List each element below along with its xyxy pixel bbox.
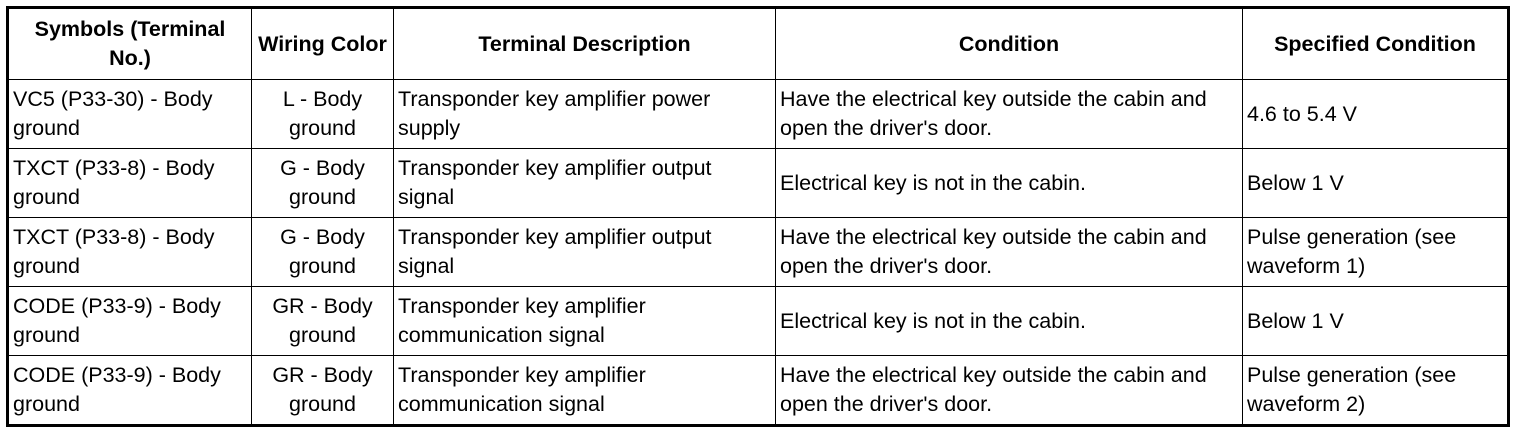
table-row: TXCT (P33-8) - Body ground G - Body grou…: [7, 148, 1509, 218]
cell-wiring-color: GR - Body ground: [251, 355, 394, 426]
cell-wiring-color: G - Body ground: [251, 217, 394, 287]
table-row: VC5 (P33-30) - Body ground L - Body grou…: [7, 79, 1509, 149]
cell-symbol: TXCT (P33-8) - Body ground: [7, 217, 252, 287]
header-terminal-description: Terminal Description: [393, 7, 776, 80]
header-specified-condition: Specified Condition: [1242, 7, 1509, 80]
table-header: Symbols (Terminal No.) Wiring Color Term…: [7, 7, 1509, 80]
cell-condition: Have the electrical key outside the cabi…: [775, 355, 1243, 426]
cell-condition: Have the electrical key outside the cabi…: [775, 217, 1243, 287]
cell-description: Transponder key amplifier output signal: [393, 148, 776, 218]
terminal-spec-table: Symbols (Terminal No.) Wiring Color Term…: [6, 6, 1510, 427]
cell-condition: Have the electrical key outside the cabi…: [775, 79, 1243, 149]
table-row: CODE (P33-9) - Body ground GR - Body gro…: [7, 355, 1509, 426]
cell-specified-condition: Pulse generation (see waveform 1): [1242, 217, 1509, 287]
cell-symbol: TXCT (P33-8) - Body ground: [7, 148, 252, 218]
cell-symbol: CODE (P33-9) - Body ground: [7, 355, 252, 426]
cell-symbol: CODE (P33-9) - Body ground: [7, 286, 252, 356]
cell-symbol: VC5 (P33-30) - Body ground: [7, 79, 252, 149]
cell-description: Transponder key amplifier communication …: [393, 355, 776, 426]
header-condition: Condition: [775, 7, 1243, 80]
cell-specified-condition: Below 1 V: [1242, 148, 1509, 218]
cell-condition: Electrical key is not in the cabin.: [775, 286, 1243, 356]
cell-wiring-color: L - Body ground: [251, 79, 394, 149]
cell-description: Transponder key amplifier power supply: [393, 79, 776, 149]
cell-description: Transponder key amplifier communication …: [393, 286, 776, 356]
cell-specified-condition: Pulse generation (see waveform 2): [1242, 355, 1509, 426]
table-row: TXCT (P33-8) - Body ground G - Body grou…: [7, 217, 1509, 287]
cell-description: Transponder key amplifier output signal: [393, 217, 776, 287]
cell-condition: Electrical key is not in the cabin.: [775, 148, 1243, 218]
cell-specified-condition: 4.6 to 5.4 V: [1242, 79, 1509, 149]
cell-wiring-color: GR - Body ground: [251, 286, 394, 356]
cell-specified-condition: Below 1 V: [1242, 286, 1509, 356]
table-row: CODE (P33-9) - Body ground GR - Body gro…: [7, 286, 1509, 356]
cell-wiring-color: G - Body ground: [251, 148, 394, 218]
header-row: Symbols (Terminal No.) Wiring Color Term…: [7, 7, 1509, 80]
header-symbols: Symbols (Terminal No.): [7, 7, 252, 80]
table-body: VC5 (P33-30) - Body ground L - Body grou…: [7, 79, 1509, 426]
header-wiring-color: Wiring Color: [251, 7, 394, 80]
